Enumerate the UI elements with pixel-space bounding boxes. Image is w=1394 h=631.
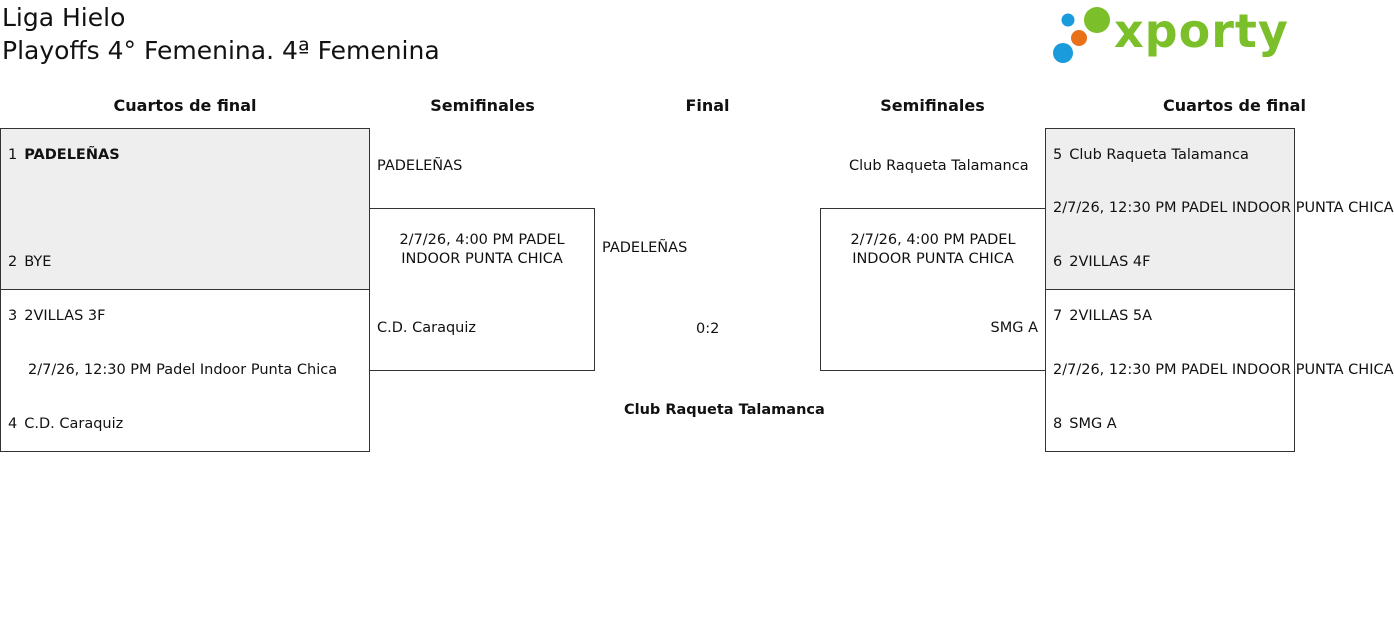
seed-number: 6: [1053, 254, 1063, 270]
seed-number: 4: [8, 416, 18, 432]
header-qf-right: Cuartos de final: [1163, 96, 1306, 115]
sf-right-team2: SMG A: [990, 320, 1038, 336]
qf-left-match-2[interactable]: 3 2VILLAS 3F 2/7/26, 12:30 PM Padel Indoo…: [0, 289, 370, 452]
header-sf-right: Semifinales: [880, 96, 985, 115]
qf-right-match-1[interactable]: 5 Club Raqueta Talamanca 2/7/26, 12:30 PM…: [1045, 128, 1394, 290]
qf-left-m2-info: 2/7/26, 12:30 PM Padel Indoor Punta Chic…: [28, 362, 338, 378]
seed-number: 8: [1053, 416, 1063, 432]
seed-number: 2: [8, 254, 18, 270]
qf-left-m2-team1: 3 2VILLAS 3F: [8, 308, 105, 324]
qf-right-m1-info: 2/7/26, 12:30 PM PADEL INDOOR PUNTA CHIC…: [1053, 200, 1394, 216]
qf-right-m2-info: 2/7/26, 12:30 PM PADEL INDOOR PUNTA CHIC…: [1053, 362, 1394, 378]
qf-right-m1-team2: 6 2VILLAS 4F: [1053, 254, 1150, 270]
qf-right-match-2[interactable]: 7 2VILLAS 5A 2/7/26, 12:30 PM PADEL INDOO…: [1045, 289, 1394, 452]
logo-dots-icon: [1053, 7, 1110, 63]
qf-left-m1-team2: 2 BYE: [8, 254, 51, 270]
team-name: Club Raqueta Talamanca: [1069, 147, 1249, 163]
team-name: 2VILLAS 4F: [1069, 254, 1151, 270]
logo-text: xporty: [1114, 4, 1289, 58]
page-subtitle: Playoffs 4° Femenina. 4ª Femenina: [2, 36, 440, 65]
sf-right-team1: Club Raqueta Talamanca: [849, 158, 1029, 174]
header-qf-left: Cuartos de final: [113, 96, 257, 115]
qf-right-m2-team2: 8 SMG A: [1053, 416, 1117, 432]
qf-right-m1-team1: 5 Club Raqueta Talamanca: [1053, 147, 1249, 163]
sf-left-match[interactable]: 2/7/26, 4:00 PM PADEL INDOOR PUNTA CHICA…: [369, 208, 595, 371]
seed-number: 5: [1053, 147, 1063, 163]
sf-left-team2: C.D. Caraquiz: [377, 320, 477, 336]
team-name: PADELEÑAS: [24, 147, 120, 163]
seed-number: 7: [1053, 308, 1063, 324]
sf-right-match[interactable]: 2/7/26, 4:00 PM PADEL INDOOR PUNTA CHICA…: [820, 208, 1046, 371]
qf-left-m2-team2: 4 C.D. Caraquiz: [8, 416, 123, 432]
team-name: 2VILLAS 3F: [24, 308, 106, 324]
seed-number: 1: [8, 147, 18, 163]
xporty-logo: xporty: [1050, 2, 1288, 68]
final-winner: Club Raqueta Talamanca: [624, 402, 825, 418]
final-score: 0:2: [696, 321, 720, 337]
team-name: BYE: [24, 254, 52, 270]
final-team1: PADELEÑAS: [602, 240, 688, 256]
seed-number: 3: [8, 308, 18, 324]
qf-left-match-1[interactable]: 1 PADELEÑAS 2 BYE: [0, 128, 370, 290]
qf-right-m2-team1: 7 2VILLAS 5A: [1053, 308, 1152, 324]
sf-right-info: 2/7/26, 4:00 PM PADEL INDOOR PUNTA CHICA: [850, 232, 1016, 267]
qf-left-m1-team1: 1 PADELEÑAS: [8, 147, 120, 163]
team-name: C.D. Caraquiz: [24, 416, 124, 432]
header-final: Final: [685, 96, 730, 115]
header-sf-left: Semifinales: [430, 96, 535, 115]
team-name: SMG A: [1069, 416, 1117, 432]
sf-left-info: 2/7/26, 4:00 PM PADEL INDOOR PUNTA CHICA: [399, 232, 565, 267]
sf-left-team1: PADELEÑAS: [377, 158, 463, 174]
team-name: 2VILLAS 5A: [1069, 308, 1153, 324]
league-title: Liga Hielo: [2, 3, 126, 32]
